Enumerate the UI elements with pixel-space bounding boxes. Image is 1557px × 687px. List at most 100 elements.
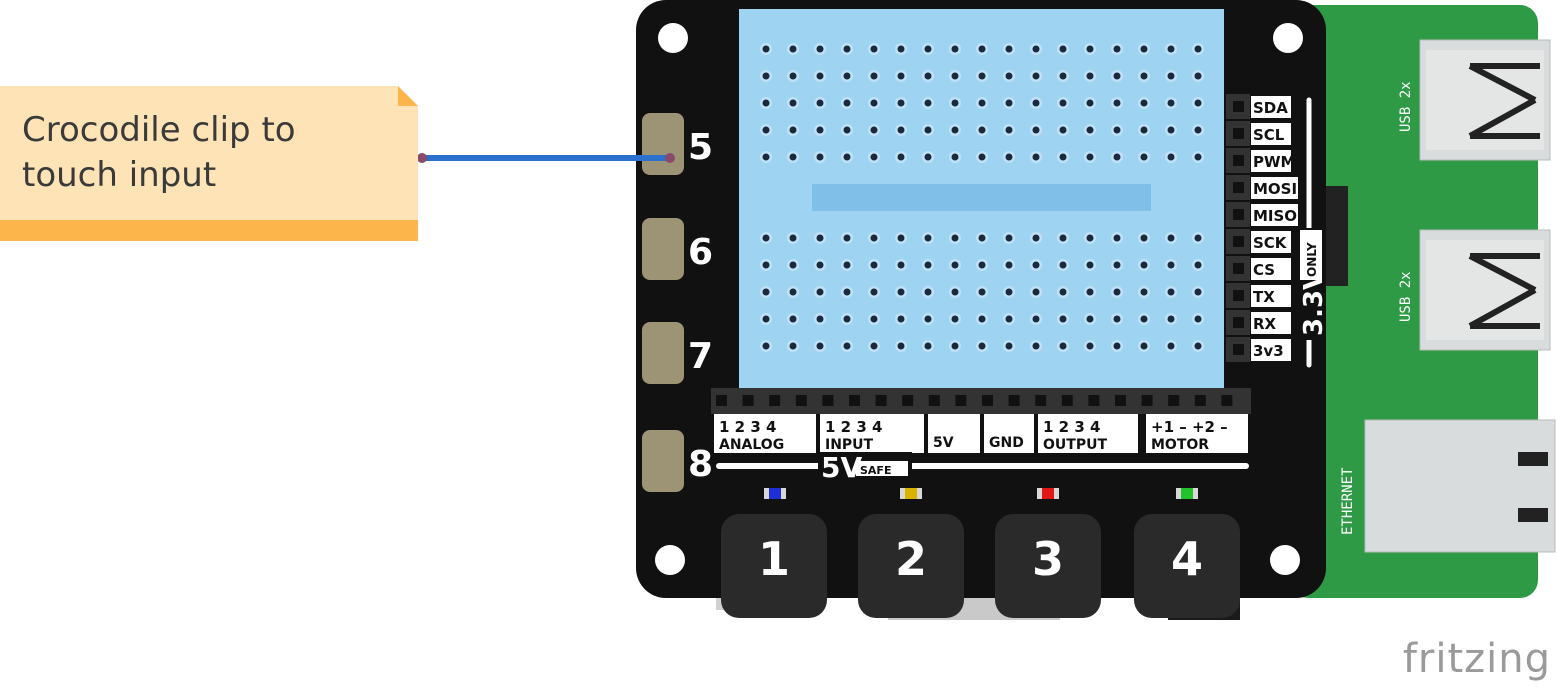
touch-pad-label: 5 (688, 127, 713, 168)
header-pin-hole (1168, 395, 1179, 406)
header-pin-hole (849, 395, 860, 406)
breadboard-hole (790, 343, 797, 350)
touch-button-label: 1 (758, 532, 790, 586)
breadboard-hole (952, 343, 959, 350)
usb-label: USB 2x (1398, 271, 1414, 322)
breadboard-hole (1033, 235, 1040, 242)
breadboard-hole (925, 154, 932, 161)
breadboard-hole (1060, 343, 1067, 350)
breadboard-hole (952, 46, 959, 53)
breadboard-hole (952, 73, 959, 80)
header-pin-hole (982, 395, 993, 406)
header-pin-hole (1195, 395, 1206, 406)
pin-label: SCK (1253, 234, 1288, 252)
annotation-note-text: Crocodile clip to touch input (22, 108, 402, 198)
header-pin-hole (1088, 395, 1099, 406)
header-pin-hole (716, 395, 727, 406)
side-connector (1326, 186, 1348, 286)
pin-label: PWM (1253, 153, 1295, 171)
breadboard-hole (871, 46, 878, 53)
breadboard-hole (1033, 262, 1040, 269)
breadboard-hole (817, 127, 824, 134)
breadboard-hole (1141, 343, 1148, 350)
breadboard-hole (1114, 316, 1121, 323)
header-pin-hole (1233, 182, 1244, 193)
breadboard-hole (1195, 73, 1202, 80)
mounting-hole (658, 23, 688, 53)
breadboard-hole (1114, 289, 1121, 296)
fritzing-logo: fritzing (1403, 636, 1551, 682)
breadboard-hole (1195, 127, 1202, 134)
breadboard-hole (1168, 289, 1175, 296)
breadboard-hole (979, 73, 986, 80)
breadboard-hole (898, 100, 905, 107)
breadboard-hole (1195, 154, 1202, 161)
breadboard-hole (763, 262, 770, 269)
led-color (905, 488, 917, 499)
breadboard-hole (925, 235, 932, 242)
breadboard-hole (1006, 127, 1013, 134)
breadboard-hole (1033, 100, 1040, 107)
breadboard-hole (1087, 235, 1094, 242)
breadboard-hole (1141, 154, 1148, 161)
breadboard-hole (871, 127, 878, 134)
header-pin-hole (1233, 236, 1244, 247)
touch-pad-surface[interactable] (642, 322, 684, 384)
breadboard-hole (1168, 100, 1175, 107)
breadboard-hole (763, 316, 770, 323)
touch-button[interactable]: 2 (858, 514, 964, 618)
header-pin-hole (1233, 290, 1244, 301)
touch-pad-surface[interactable] (642, 218, 684, 280)
breadboard-hole (925, 100, 932, 107)
breadboard-hole (763, 100, 770, 107)
breadboard-hole (898, 127, 905, 134)
breadboard-hole (1006, 316, 1013, 323)
breadboard-hole (763, 46, 770, 53)
touch-pad-surface[interactable] (642, 113, 684, 175)
usb-port (1420, 230, 1550, 350)
breadboard-hole (844, 262, 851, 269)
breadboard-hole (952, 316, 959, 323)
touch-pad-label: 7 (688, 336, 713, 377)
breadboard-hole (1006, 154, 1013, 161)
breadboard-hole (1087, 73, 1094, 80)
breadboard-hole (925, 127, 932, 134)
voltage-3v3-only: ONLY (1305, 242, 1319, 277)
breadboard-hole (979, 235, 986, 242)
breadboard-hole (898, 235, 905, 242)
breadboard-hole (1006, 100, 1013, 107)
breadboard-hole (979, 343, 986, 350)
usb-port (1420, 40, 1550, 160)
breadboard-hole (1141, 100, 1148, 107)
breadboard-hole (763, 343, 770, 350)
touch-pad-surface[interactable] (642, 430, 684, 492)
breadboard-hole (1195, 343, 1202, 350)
breadboard-hole (1114, 262, 1121, 269)
breadboard-hole (1060, 316, 1067, 323)
breadboard-hole (1033, 127, 1040, 134)
breadboard-hole (925, 343, 932, 350)
status-led (764, 488, 786, 499)
touch-button[interactable]: 1 (721, 514, 827, 618)
breadboard-hole (979, 262, 986, 269)
breadboard-hole (817, 262, 824, 269)
header-pin-hole (1233, 344, 1244, 355)
breadboard-hole (925, 289, 932, 296)
status-led (1176, 488, 1198, 499)
header-pin-hole (1009, 395, 1020, 406)
header-name: 5V (933, 435, 954, 451)
breadboard-hole (817, 73, 824, 80)
breadboard-hole (1060, 100, 1067, 107)
voltage-5v-safe: SAFE (860, 464, 891, 477)
breadboard-hole (979, 289, 986, 296)
header-pin-hole (1233, 317, 1244, 328)
breadboard-hole (1087, 316, 1094, 323)
touch-button[interactable]: 4 (1134, 514, 1240, 618)
breadboard-hole (1006, 46, 1013, 53)
touch-button[interactable]: 3 (995, 514, 1101, 618)
breadboard-hole (790, 235, 797, 242)
breadboard-hole (817, 154, 824, 161)
breadboard-hole (1087, 127, 1094, 134)
breadboard-hole (925, 262, 932, 269)
led-color (1181, 488, 1193, 499)
